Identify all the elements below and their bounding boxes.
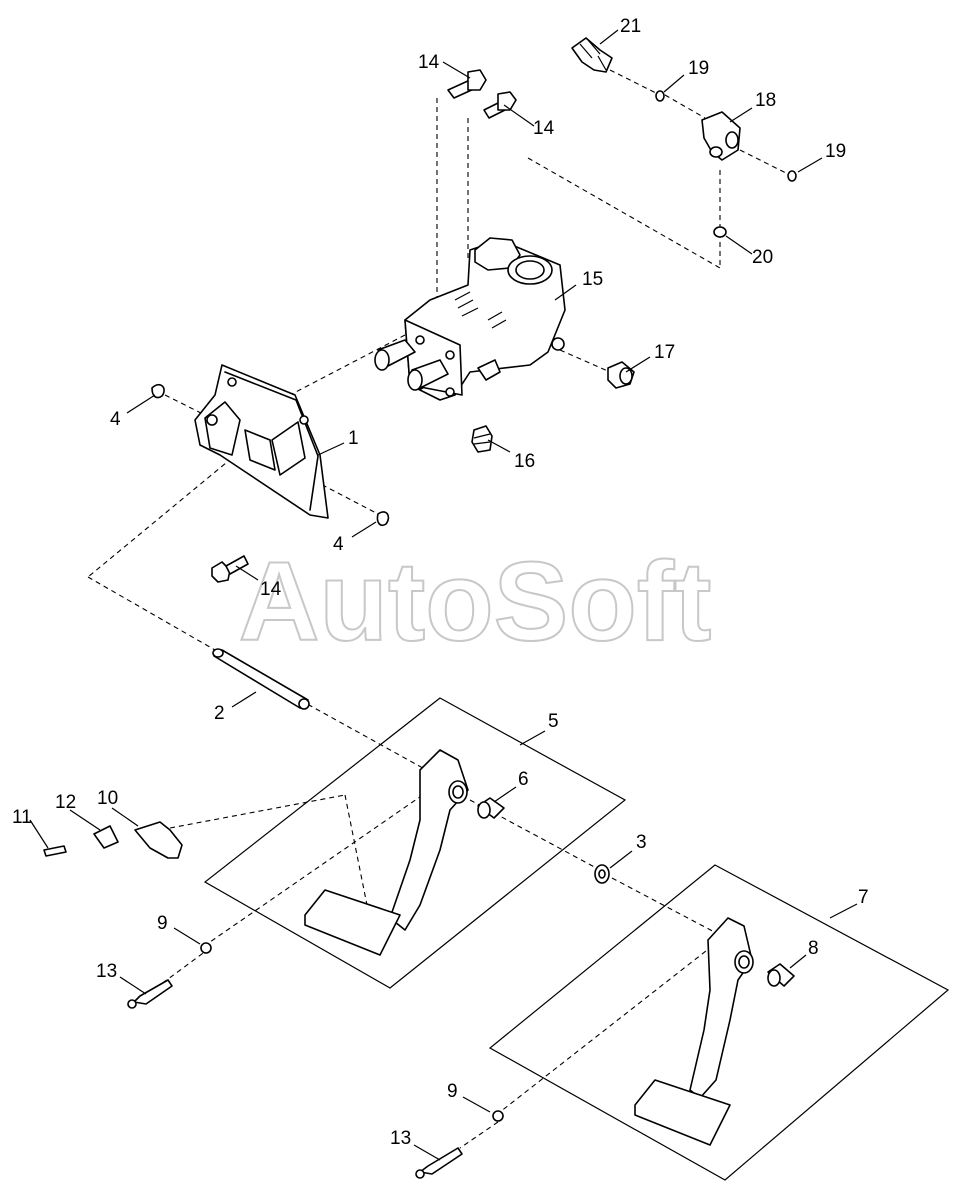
callout-13b: 13 [390,1128,411,1149]
callout-7: 7 [858,887,869,908]
callout-14c: 14 [260,579,282,600]
washer-3-hole [598,869,606,879]
callout-5: 5 [548,711,559,732]
watermark: AutoSoft [239,539,712,664]
bracket-10 [134,821,183,859]
callout-14b: 14 [533,118,555,139]
callout-12: 12 [55,792,76,813]
assembly-lines [87,69,791,1149]
pedal-7 [634,917,754,1146]
callout-8: 8 [808,938,819,959]
brake-valve-15 [374,237,566,401]
callout-11: 11 [12,807,32,828]
callout-1: 1 [348,428,359,449]
plug-17 [607,361,635,389]
plate-12 [93,825,119,849]
bolt-14b [483,91,517,119]
nut-9b [492,1110,504,1122]
callout-15: 15 [582,269,603,290]
callout-19b: 19 [825,141,846,162]
pedal-5 [304,749,469,956]
callout-14a: 14 [418,52,440,73]
o-ring-19b [787,170,797,182]
callout-leaders [29,29,858,1161]
bushing-8 [767,963,795,987]
pedal-frame-5 [203,697,627,989]
callout-16: 16 [514,451,535,472]
pin-11 [43,845,67,857]
clip-4b [376,511,390,527]
callout-18: 18 [755,90,776,111]
bolt-14c [211,555,249,583]
pedal-frame-7 [488,864,950,1181]
callout-10: 10 [97,788,118,809]
callout-6: 6 [518,769,529,790]
bolt-13a [127,979,173,1009]
callout-20: 20 [752,247,773,268]
bolt-14a [447,69,487,99]
bushing-6 [477,797,505,819]
callout-4a: 4 [110,409,121,430]
callout-labels: 21 14 19 18 14 19 20 15 17 4 1 16 4 14 2… [12,16,869,1149]
callout-3: 3 [636,832,647,853]
nut-9a [200,942,212,954]
o-ring-19a [655,90,665,102]
mounting-bracket-1 [194,364,329,519]
clip-4a [151,383,165,399]
fitting-16 [471,425,493,453]
callout-9b: 9 [447,1081,458,1102]
callout-17: 17 [654,342,675,363]
bolt-13b [415,1147,463,1179]
shaft-2 [212,648,310,710]
callout-13a: 13 [96,961,117,982]
callout-2: 2 [214,703,225,724]
callout-9a: 9 [157,913,168,934]
callout-21: 21 [620,16,641,37]
o-ring-20 [713,226,727,238]
fitting-21 [571,37,613,73]
callout-4b: 4 [333,534,344,555]
elbow-fitting-18 [701,111,741,161]
callout-19a: 19 [688,58,709,79]
